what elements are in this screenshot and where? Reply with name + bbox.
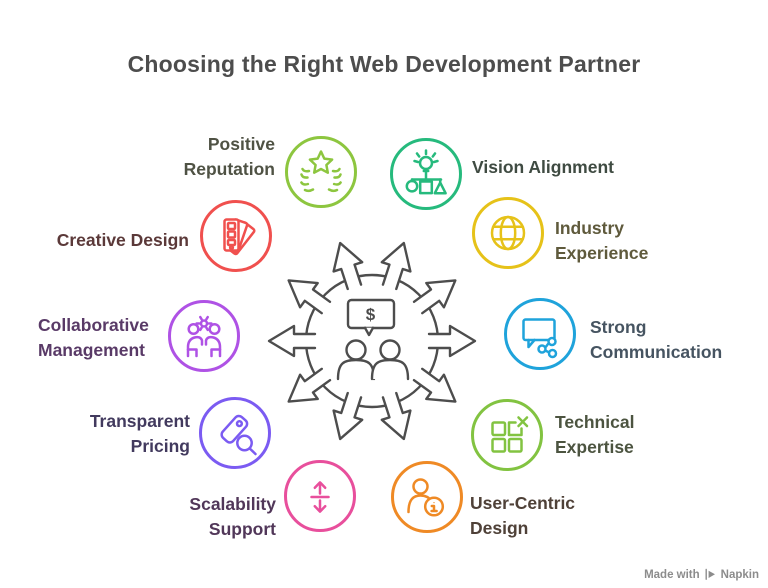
item-vision-alignment [388, 136, 464, 212]
chat-share-icon [504, 298, 576, 370]
item-collaborative-management [166, 298, 242, 374]
item-creative-design [198, 198, 274, 274]
napkin-logo-icon [705, 568, 715, 580]
vision-alignment-label: Vision Alignment [472, 157, 614, 177]
person-info-icon [391, 461, 463, 533]
idea-shapes-icon [390, 138, 462, 210]
item-user-centric-design [389, 459, 465, 535]
page-title: Choosing the Right Web Development Partn… [127, 51, 641, 77]
globe-icon [472, 197, 544, 269]
item-industry-experience [470, 195, 546, 271]
item-technical-expertise [469, 397, 545, 473]
swatches-icon [200, 200, 272, 272]
item-scalability-support [282, 458, 358, 534]
item-positive-reputation [283, 134, 359, 210]
star-laurel-icon [285, 136, 357, 208]
item-strong-communication [502, 296, 578, 372]
tag-search-icon [199, 397, 271, 469]
creative-design-label: Creative Design [56, 230, 189, 250]
hub-circle [304, 273, 440, 409]
dollar-chat-bubble [346, 298, 396, 337]
scale-arrows-icon [284, 460, 356, 532]
central-hub: $ [252, 221, 492, 461]
hub-network-icon: $ [267, 241, 477, 441]
napkin-brand-text: Napkin [720, 568, 759, 581]
dollar-symbol: $ [366, 305, 376, 324]
modules-x-icon [471, 399, 543, 471]
made-with-napkin-link[interactable]: Made with Napkin [644, 568, 759, 581]
item-transparent-pricing [197, 395, 273, 471]
team-gear-icon [168, 300, 240, 372]
made-with-text: Made with [644, 568, 700, 581]
people-pair [336, 339, 410, 381]
radiating-arrows [267, 241, 477, 441]
